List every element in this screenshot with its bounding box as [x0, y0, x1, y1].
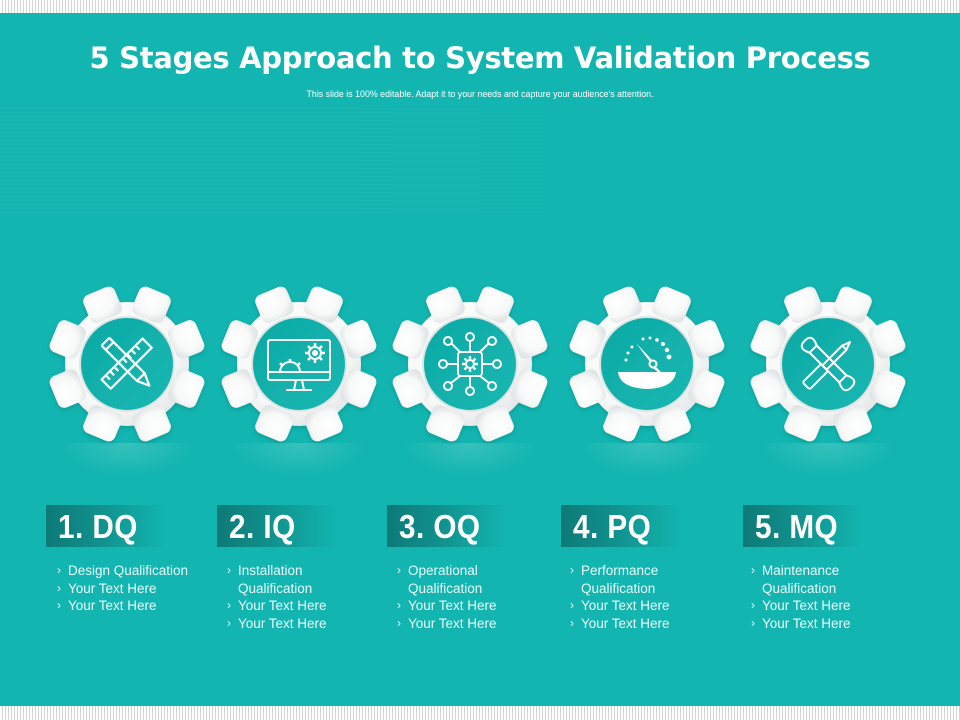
chevron-right-icon: › — [751, 615, 755, 630]
chevron-right-icon: › — [227, 598, 231, 612]
wrench-screwdriver-icon — [800, 336, 856, 392]
pencil-ruler-icon — [100, 337, 153, 390]
stage-5-label: 5. MQ — [755, 508, 839, 545]
stage-5-bullets: ›Maintenance Qualification ›Your Text He… — [751, 562, 861, 632]
stage-3-bullets: ›Operational Qualification ›Your Text He… — [397, 562, 507, 632]
slide: 5 Stages Approach to System Validation P… — [0, 13, 960, 706]
stage-2-reflection — [218, 443, 380, 483]
bullet-item: ›Your Text Here — [397, 615, 497, 631]
bullet-item: ›Your Text Here — [397, 598, 497, 613]
chevron-right-icon: › — [570, 563, 574, 577]
bullet-item: ›Your Text Here — [227, 598, 327, 613]
stage-4-bullets: ›Performance Qualification ›Your Text He… — [570, 562, 680, 632]
stage-3-label: 3. OQ — [399, 508, 481, 545]
chevron-right-icon: › — [751, 598, 755, 612]
speedometer-icon — [618, 336, 676, 389]
stage-5-reflection — [747, 443, 909, 483]
chevron-right-icon: › — [397, 598, 401, 612]
stage-2-label-box: 2. IQ — [217, 505, 337, 547]
stage-1-label: 1. DQ — [58, 508, 138, 545]
bullet-item: ›Your Text Here — [57, 598, 157, 613]
bullet-item: ›Performance Qualification — [570, 563, 659, 596]
stage-3-label-box: 3. OQ — [387, 505, 507, 547]
monitor-gears-icon — [267, 339, 331, 391]
bullet-item: ›Design Qualification — [57, 563, 189, 578]
bullet-item: ›Operational Qualification — [397, 563, 483, 596]
slide-subtitle: This slide is 100% editable. Adapt it to… — [306, 89, 654, 100]
bullet-item: ›Your Text Here — [570, 598, 670, 613]
bullet-item: ›Your Text Here — [570, 615, 670, 631]
chevron-right-icon: › — [227, 563, 231, 577]
stage-5-label-box: 5. MQ — [743, 505, 863, 547]
stage-5-gear — [747, 283, 909, 445]
stage-2-label: 2. IQ — [229, 508, 296, 545]
bullet-item: ›Installation Qualification — [227, 563, 313, 596]
stage-4-gear — [566, 283, 728, 445]
top-stripe-border — [0, 0, 960, 13]
background-texture — [0, 108, 690, 213]
chevron-right-icon: › — [57, 598, 61, 612]
chevron-right-icon: › — [751, 563, 755, 577]
chevron-right-icon: › — [570, 598, 574, 612]
chevron-right-icon: › — [397, 563, 401, 577]
bullet-item: ›Your Text Here — [227, 615, 327, 631]
stage-3-gear — [389, 283, 551, 445]
stage-2-gear — [218, 283, 380, 445]
chevron-right-icon: › — [57, 580, 61, 595]
circuit-gear-icon — [438, 332, 502, 396]
stage-1-label-box: 1. DQ — [46, 505, 166, 547]
stage-4-label: 4. PQ — [573, 508, 652, 545]
stage-2-bullets: ›Installation Qualification ›Your Text H… — [227, 562, 337, 632]
bullet-item: ›Your Text Here — [751, 615, 851, 631]
slide-title: 5 Stages Approach to System Validation P… — [89, 41, 871, 75]
bullet-item: ›Your Text Here — [751, 598, 851, 613]
chevron-right-icon: › — [570, 615, 574, 630]
bullet-item: ›Maintenance Qualification — [751, 563, 840, 596]
stage-1-reflection — [46, 443, 208, 483]
stage-1-gear — [46, 283, 208, 445]
bottom-stripe-border — [0, 706, 960, 720]
stage-4-reflection — [566, 443, 728, 483]
bullet-item: ›Your Text Here — [57, 580, 157, 596]
chevron-right-icon: › — [57, 563, 61, 577]
stage-3-reflection — [389, 443, 551, 483]
chevron-right-icon: › — [227, 615, 231, 630]
chevron-right-icon: › — [397, 615, 401, 630]
stage-1-bullets: ›Design Qualification ›Your Text Here ›Y… — [57, 562, 207, 615]
stage-4-label-box: 4. PQ — [561, 505, 681, 547]
